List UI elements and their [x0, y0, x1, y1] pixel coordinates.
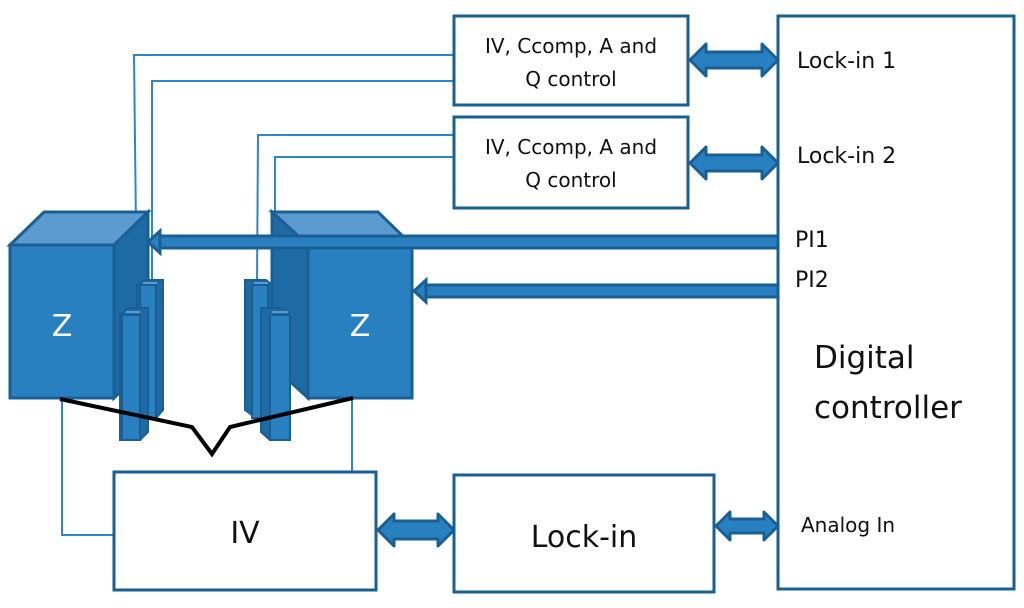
control-box-2-line1: IV, Ccomp, A and — [485, 135, 657, 159]
double-arrow-iv-to-lockin — [376, 512, 456, 548]
left-z-label: Z — [52, 309, 73, 344]
wire-left-fork-b — [151, 80, 454, 285]
lockin-box-label: Lock-in — [531, 520, 638, 555]
digital-controller-title-1: Digital — [814, 340, 915, 376]
right-z-piezo: Z — [268, 208, 416, 402]
port-lockin1-label: Lock-in 1 — [797, 49, 896, 74]
digital-controller[interactable]: Lock-in 1 Lock-in 2 PI1 PI2 Digital cont… — [776, 14, 1016, 591]
control-box-1-line1: IV, Ccomp, A and — [485, 34, 657, 58]
pi2-arrowhead — [411, 276, 428, 306]
iv-box-label: IV — [230, 516, 260, 551]
double-arrow-lockin-to-analog-in — [714, 510, 780, 542]
pi1-arrow — [145, 227, 782, 257]
right-z-front-face — [306, 243, 414, 400]
right-z-label: Z — [350, 309, 371, 344]
port-analog-in-label: Analog In — [801, 513, 895, 537]
wire-left-z-to-iv — [61, 400, 113, 536]
iv-box[interactable]: IV — [112, 470, 378, 592]
port-pi1-label: PI1 — [795, 228, 829, 253]
left-tuning-fork — [119, 279, 164, 441]
port-lockin2-label: Lock-in 2 — [797, 144, 896, 169]
control-box-1[interactable]: IV, Ccomp, A and Q control — [452, 14, 690, 107]
control-box-2[interactable]: IV, Ccomp, A and Q control — [452, 115, 690, 210]
double-arrow-control1-to-lockin1 — [688, 42, 780, 78]
digital-controller-title-2: controller — [814, 390, 962, 426]
double-arrow-control2-to-lockin2 — [688, 145, 780, 181]
control-box-1-line2: Q control — [525, 67, 616, 91]
control-box-2-line2: Q control — [525, 168, 616, 192]
left-z-front-face — [8, 243, 116, 400]
pi1-arrowhead — [145, 227, 162, 257]
lockin-box[interactable]: Lock-in — [452, 473, 716, 594]
pi2-arrow — [411, 276, 782, 306]
port-pi2-label: PI2 — [795, 268, 829, 293]
probe-tip-line — [59, 396, 354, 458]
right-tuning-fork — [244, 279, 291, 441]
